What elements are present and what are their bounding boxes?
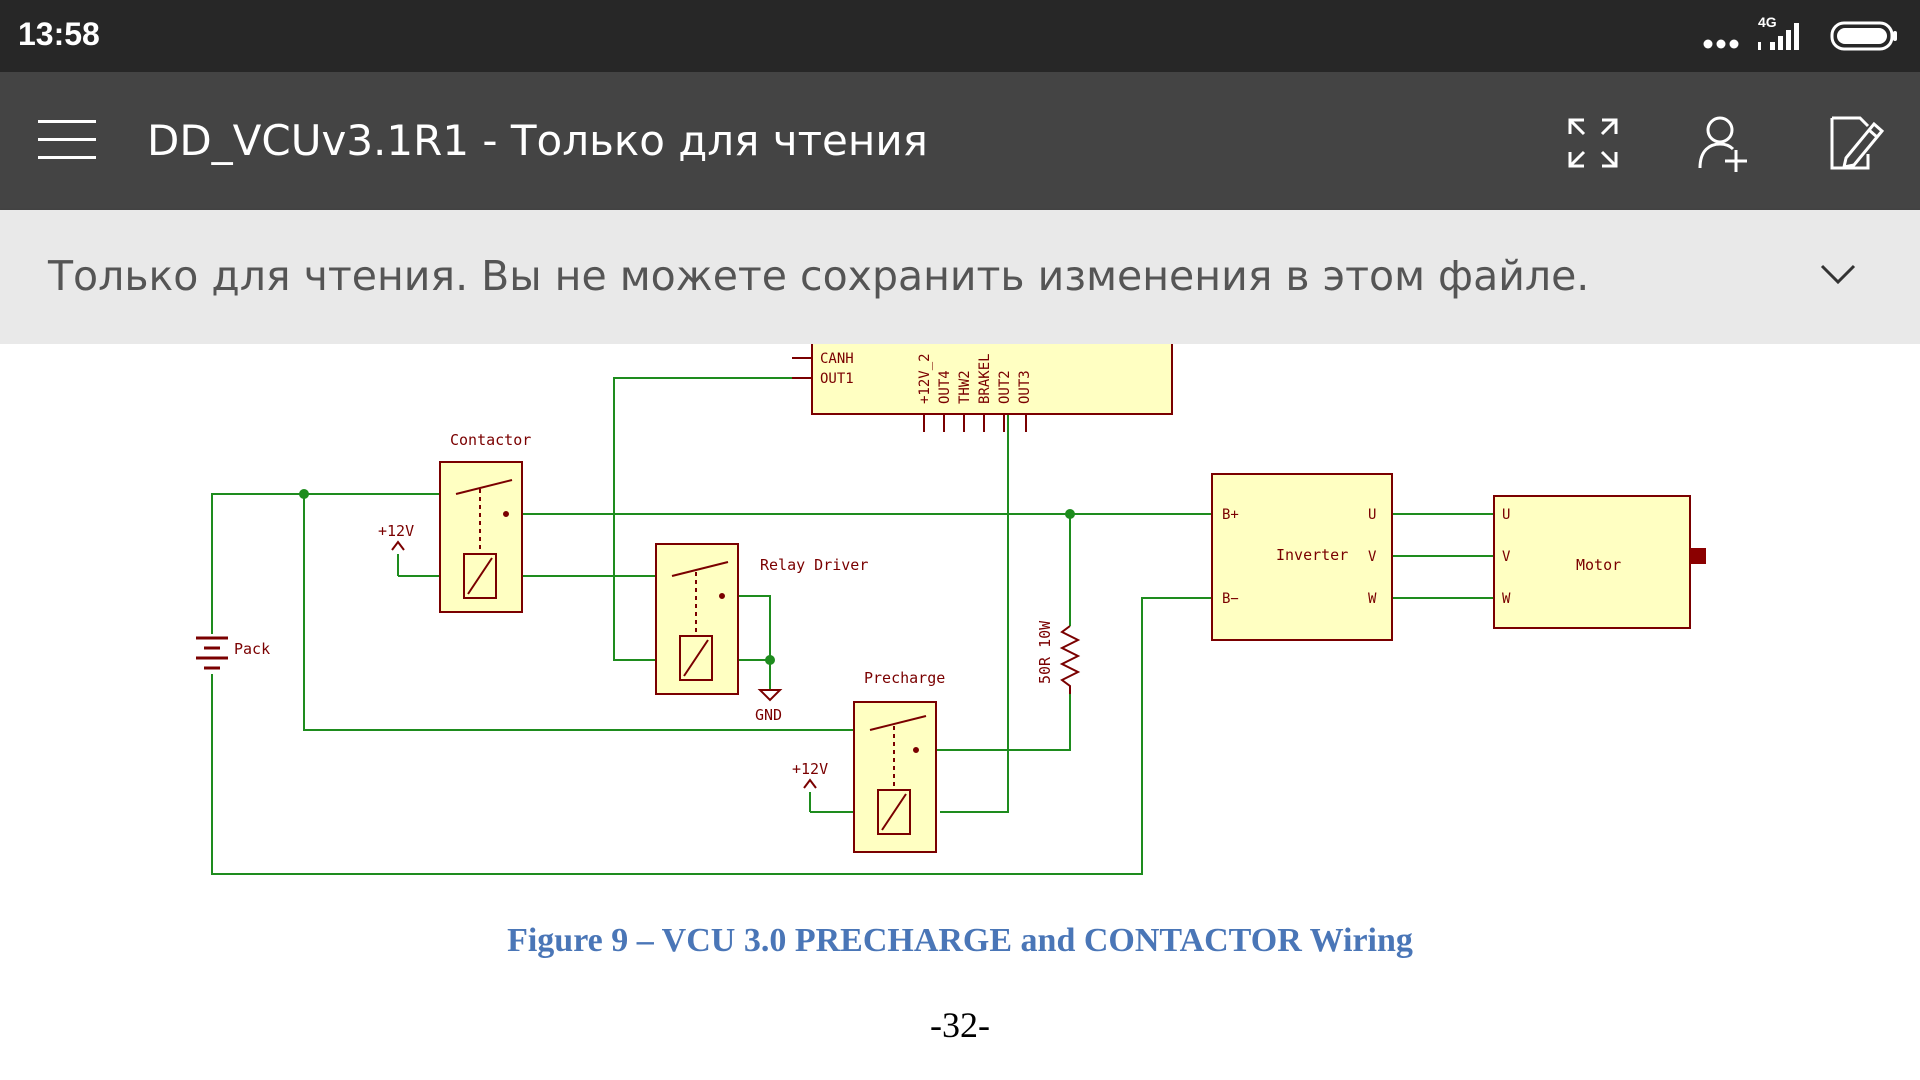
readonly-message: Только для чтения. Вы не можете сохранит… xyxy=(48,252,1590,300)
wire-gnd xyxy=(726,595,771,661)
wire-precharge-input xyxy=(303,494,854,731)
share-button[interactable] xyxy=(1690,110,1756,176)
plus12v-precharge-label: +12V xyxy=(792,760,828,778)
precharge-label: Precharge xyxy=(864,669,945,687)
share-add-person-icon xyxy=(1698,116,1747,172)
vcu-block xyxy=(811,344,1173,415)
hamburger-menu-icon xyxy=(38,120,96,159)
wiring-schematic: CANH OUT1 +12V_2 OUT4 THW2 BRAKEL OUT2 O… xyxy=(196,344,1706,875)
inverter-pin-bminus: B− xyxy=(1222,591,1239,607)
motor-pin-w: W xyxy=(1502,591,1511,607)
edit-button[interactable] xyxy=(1822,110,1888,176)
gnd-label: GND xyxy=(755,706,782,724)
inverter-pin-bplus: B+ xyxy=(1222,507,1239,523)
relay-driver-label: Relay Driver xyxy=(760,556,868,574)
status-icons: 4G xyxy=(1702,14,1902,58)
wire-pack-negative xyxy=(211,597,1212,875)
vcu-pin-thw2: THW2 xyxy=(957,370,973,404)
resistor-label: 50R 10W xyxy=(1036,620,1054,684)
motor-label: Motor xyxy=(1576,556,1621,574)
motor-block xyxy=(1493,495,1691,629)
menu-button[interactable] xyxy=(28,112,102,172)
network-type-label: 4G xyxy=(1758,14,1777,30)
page-number: -32- xyxy=(930,1005,990,1045)
inverter-pin-u: U xyxy=(1368,507,1376,523)
junction-dot xyxy=(1065,509,1075,519)
chevron-down-icon xyxy=(1820,264,1856,285)
wire-vcu-out2 xyxy=(940,414,1009,813)
motor-pin-u: U xyxy=(1502,507,1510,523)
vcu-pin-canh: CANH xyxy=(820,351,854,367)
junction-dot xyxy=(765,655,775,665)
edit-icon xyxy=(1830,116,1885,170)
figure-caption: Figure 9 – VCU 3.0 PRECHARGE and CONTACT… xyxy=(507,922,1413,959)
battery-icon xyxy=(1830,21,1897,51)
status-time: 13:58 xyxy=(18,16,100,52)
plus12v-contactor-label: +12V xyxy=(378,522,414,540)
motor-shaft xyxy=(1690,548,1706,564)
more-dots-icon xyxy=(1703,39,1739,49)
app-bar: DD_VCUv3.1R1 - Только для чтения xyxy=(0,72,1920,210)
contactor-label: Contactor xyxy=(450,431,531,449)
fullscreen-icon xyxy=(1568,118,1618,168)
readonly-banner: Только для чтения. Вы не можете сохранит… xyxy=(0,210,1920,344)
motor-pin-v: V xyxy=(1502,549,1511,565)
pack-label: Pack xyxy=(234,640,270,658)
vcu-pin-out4: OUT4 xyxy=(937,370,953,404)
status-bar: 13:58 4G xyxy=(0,0,1920,72)
fullscreen-button[interactable] xyxy=(1560,110,1626,176)
document-page: CANH OUT1 +12V_2 OUT4 THW2 BRAKEL OUT2 O… xyxy=(0,344,1920,1080)
relay-driver-block xyxy=(655,543,739,695)
inverter-block xyxy=(1211,473,1393,641)
precharge-resistor xyxy=(1059,625,1081,694)
junction-dot xyxy=(299,489,309,499)
inverter-pin-v: V xyxy=(1368,549,1377,565)
vcu-pin-out1: OUT1 xyxy=(820,371,854,387)
vcu-pin-12v2: +12V_2 xyxy=(917,353,933,404)
wire-vcu-out1 xyxy=(613,377,794,661)
inverter-label: Inverter xyxy=(1276,546,1348,564)
vcu-pin-out2: OUT2 xyxy=(997,370,1013,404)
document-title: DD_VCUv3.1R1 - Только для чтения xyxy=(147,116,928,165)
banner-expand-button[interactable] xyxy=(1816,256,1860,292)
inverter-pin-w: W xyxy=(1368,591,1377,607)
wire-pack-positive xyxy=(211,493,448,634)
wire-precharge-out xyxy=(916,694,1071,751)
vcu-pin-out3: OUT3 xyxy=(1017,370,1033,404)
vcu-pin-brakel: BRAKEL xyxy=(977,353,993,404)
signal-icon xyxy=(1758,23,1799,50)
